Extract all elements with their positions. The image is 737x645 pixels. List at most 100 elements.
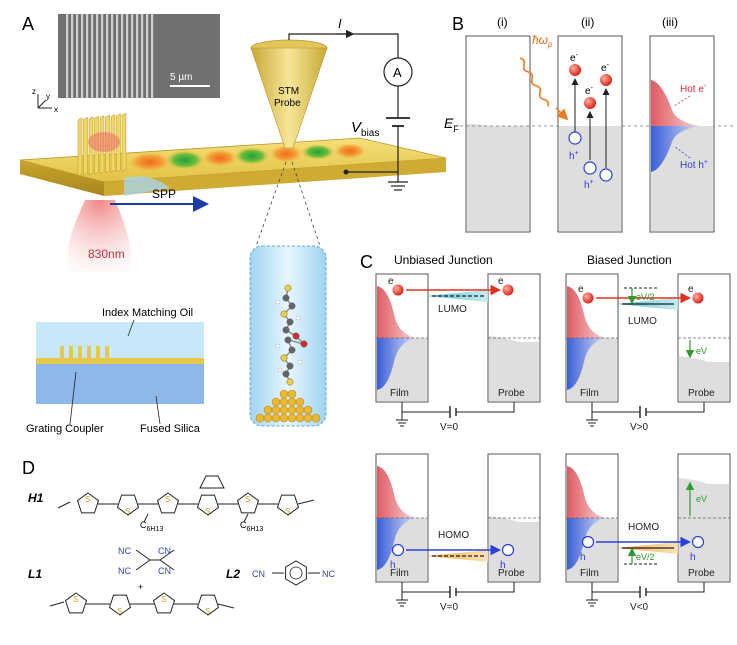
photon-arrow (555, 107, 569, 121)
circuit-wire-left (591, 582, 640, 593)
plasmon-field (128, 143, 366, 172)
zoom-lines (255, 161, 321, 247)
homo-label: HOMO (438, 530, 469, 541)
thiophene-ring (152, 592, 176, 614)
gold-atom (303, 405, 313, 415)
mol-atom (286, 378, 294, 386)
sem-line (106, 14, 109, 98)
mol-atom (282, 370, 290, 378)
col-i-label: (i) (497, 15, 508, 29)
h1-label: H1 (28, 491, 44, 505)
electron-3-label: e- (585, 85, 594, 97)
sem-line (96, 14, 99, 98)
lumo-label: LUMO (628, 316, 657, 327)
biased-title: Biased Junction (587, 253, 672, 267)
grating-fin (83, 116, 88, 176)
gold-atom (279, 405, 289, 415)
sem-line (126, 14, 129, 98)
thiophene-ring (196, 494, 220, 516)
h-label: h (390, 560, 396, 571)
silica-label: Fused Silica (140, 423, 201, 435)
bond (135, 559, 151, 571)
sem-inset: 5 µm (58, 14, 220, 98)
thiophene-ring (196, 594, 220, 616)
benzene-ring (285, 560, 307, 586)
probe-fill (679, 356, 729, 401)
h-atom (275, 299, 281, 305)
ev-label: eV (696, 346, 707, 356)
spp-label: SPP (152, 187, 176, 201)
sem-line (141, 14, 144, 98)
gold-atom (263, 405, 273, 415)
h-atom (297, 359, 303, 365)
film-hot-h (377, 338, 416, 390)
gold-atom (279, 397, 289, 407)
sulfur-atom: S (117, 607, 122, 616)
sem-line (76, 14, 79, 98)
electron-3 (584, 97, 596, 109)
bond (143, 513, 149, 523)
bond (49, 601, 65, 607)
fermi-label: EF (444, 115, 459, 134)
ev-label: eV (696, 494, 707, 504)
hole-film (391, 543, 405, 557)
probe-label: Probe (498, 568, 525, 579)
lumo-label: LUMO (438, 304, 467, 315)
hole-probe (501, 543, 515, 557)
laser-beam (67, 200, 132, 272)
sulfur-atom: S (205, 607, 210, 616)
photon-label: ħωp (532, 33, 553, 49)
hole-1-label: h+ (569, 150, 579, 162)
l2-cn-left: CN (252, 569, 265, 579)
sem-line (121, 14, 124, 98)
tcne-cn-2: CN (158, 566, 171, 576)
film-hot-e (377, 286, 416, 338)
gold-atom (287, 405, 297, 415)
panel-c: C Unbiased Junction Biased Junction Film… (360, 252, 731, 613)
voltage-label: V=0 (440, 602, 459, 613)
l2-label: L2 (226, 567, 240, 581)
film-hot-h (377, 518, 416, 570)
h-label-probe: h (500, 560, 506, 571)
mol-atom (288, 302, 296, 310)
film-label: Film (390, 568, 409, 579)
probe-fill (679, 478, 729, 581)
vbias-label: Vbias (351, 119, 379, 139)
bond (297, 499, 315, 505)
h1-chain-left: C6H13 (140, 520, 163, 533)
gold-atom (279, 413, 289, 423)
h-atom (275, 343, 281, 349)
grating-fin (77, 117, 83, 177)
cross-section (36, 322, 204, 404)
e-label-probe: e (688, 284, 694, 295)
thiophene-ring (108, 594, 132, 616)
h-label: h (580, 552, 586, 563)
hole-film (581, 535, 595, 549)
axis-x-label: x (54, 105, 58, 114)
film-hot-e (567, 466, 606, 518)
tcne-cn-1: CN (158, 546, 171, 556)
circuit-wire-left (401, 402, 450, 413)
sem-line (86, 14, 89, 98)
thiophene-ring (76, 492, 100, 514)
axes-indicator (37, 94, 52, 109)
sem-line (131, 14, 134, 98)
probe-label-line2: Probe (274, 98, 301, 109)
current-label: I (338, 16, 342, 31)
electron-2-label: e- (601, 62, 610, 74)
hot-e-label: Hot e- (680, 83, 707, 95)
panel-b: B (i) (ii) (iii) EF ħωp e- e- e- h+ h+ (444, 14, 736, 233)
laser-spot (88, 132, 120, 152)
sem-line (81, 14, 84, 98)
ammeter-label: A (393, 65, 402, 80)
film-hot-e (567, 286, 606, 338)
ammeter-circle (383, 57, 413, 87)
hole-1 (568, 131, 582, 145)
cs-fin (69, 346, 73, 360)
stm-probe (250, 39, 328, 149)
probe-label: Probe (498, 388, 525, 399)
panel-a: A 5 µm z y x 830nm (19, 14, 447, 435)
thiophene-ring (276, 494, 300, 516)
edot-ring (199, 475, 225, 489)
